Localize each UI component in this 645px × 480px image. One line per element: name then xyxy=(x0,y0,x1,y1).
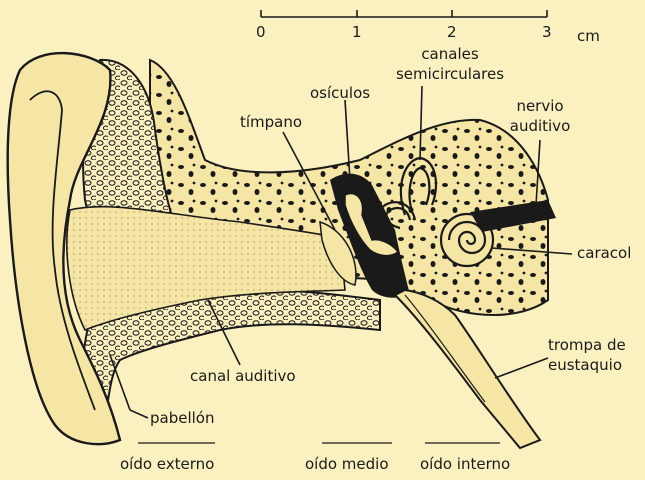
label-canales-line1: canales xyxy=(380,46,520,63)
label-canales-line2: semicirculares xyxy=(380,66,520,83)
label-timpano: tímpano xyxy=(240,114,302,131)
label-caracol: caracol xyxy=(577,245,631,262)
section-oido-interno: oído interno xyxy=(420,456,510,473)
label-nervio-line1: nervio xyxy=(500,98,580,115)
label-pabellon: pabellón xyxy=(150,410,214,427)
label-trompa-line1: trompa de xyxy=(548,337,626,354)
scale-tick-2: 2 xyxy=(447,24,457,41)
scale-tick-3: 3 xyxy=(542,24,552,41)
scale-tick-0: 0 xyxy=(256,24,266,41)
label-trompa-line2: eustaquio xyxy=(548,357,622,374)
scale-unit: cm xyxy=(577,28,600,45)
scale-tick-1: 1 xyxy=(352,24,362,41)
section-oido-medio: oído medio xyxy=(305,456,389,473)
label-osiculos: osículos xyxy=(310,85,370,102)
label-nervio-line2: auditivo xyxy=(500,118,580,135)
scale-bar xyxy=(261,10,547,17)
section-oido-externo: oído externo xyxy=(120,456,214,473)
label-canal-auditivo: canal auditivo xyxy=(190,368,296,385)
